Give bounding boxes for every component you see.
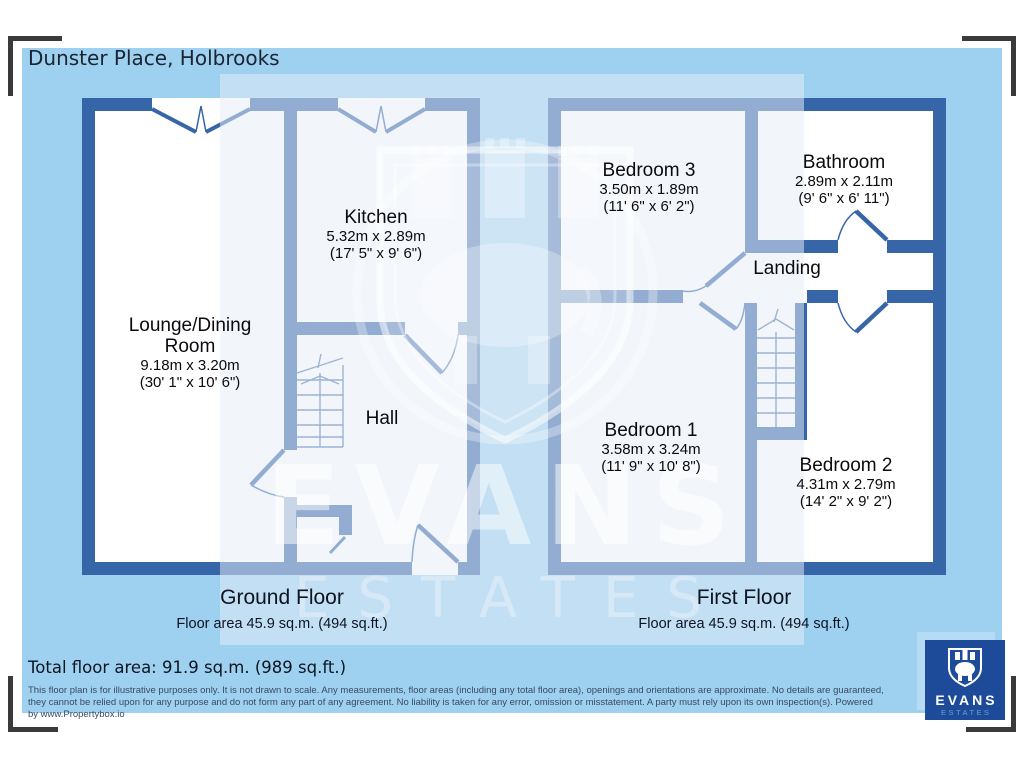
room-label-landing: Landing	[753, 258, 821, 279]
ff-door-bedroom2	[837, 301, 889, 334]
crop-mark-bottom-left-v	[8, 676, 13, 732]
watermark-word-evans: EVANS	[265, 442, 745, 570]
room-label-lounge: Lounge/Dining Room 9.18m x 3.20m (30' 1"…	[128, 315, 252, 391]
crop-mark-top-right-v	[1011, 36, 1016, 96]
room-label-hall: Hall	[365, 408, 399, 429]
crop-mark-bottom-right	[966, 727, 1016, 732]
disclaimer-line-2: they cannot be relied upon for any purpo…	[28, 697, 873, 709]
logo-sub-text: ESTATES	[940, 708, 992, 717]
room-label-bathroom: Bathroom 2.89m x 2.11m (9' 6" x 6' 11")	[794, 152, 894, 207]
logo-brand-text: EVANS	[935, 692, 998, 708]
crop-mark-top-left	[8, 36, 62, 41]
first-floor-caption: First Floor Floor area 45.9 sq.m. (494 s…	[638, 586, 850, 632]
crop-mark-top-left-v	[8, 36, 13, 96]
logo-shield-icon	[948, 648, 982, 688]
room-label-kitchen: Kitchen 5.32m x 2.89m (17' 5" x 9' 6")	[326, 207, 426, 262]
disclaimer-line-1: This floor plan is for illustrative purp…	[28, 685, 884, 696]
disclaimer-line-3: by www.Propertybox.io	[28, 709, 125, 721]
ground-floor-caption: Ground Floor Floor area 45.9 sq.m. (494 …	[176, 586, 388, 632]
ff-door-bathroom	[837, 209, 889, 242]
room-label-bedroom1: Bedroom 1 3.58m x 3.24m (11' 9" x 10' 8"…	[601, 420, 701, 475]
page-title: Dunster Place, Holbrooks	[28, 46, 280, 70]
disclaimer: This floor plan is for illustrative purp…	[28, 686, 884, 723]
crop-mark-top-right	[962, 36, 1016, 41]
crop-mark-bottom-left	[8, 727, 58, 732]
watermark-word-estates: ESTATES	[294, 566, 730, 631]
crop-mark-bottom-right-v	[1011, 676, 1016, 732]
total-floor-area: Total floor area: 91.9 sq.m. (989 sq.ft.…	[28, 658, 347, 677]
room-label-bedroom2: Bedroom 2 4.31m x 2.79m (14' 2" x 9' 2")	[796, 455, 896, 510]
evans-estates-logo: EVANS ESTATES	[925, 640, 1005, 720]
room-label-bedroom3: Bedroom 3 3.50m x 1.89m (11' 6" x 6' 2")	[599, 160, 699, 215]
